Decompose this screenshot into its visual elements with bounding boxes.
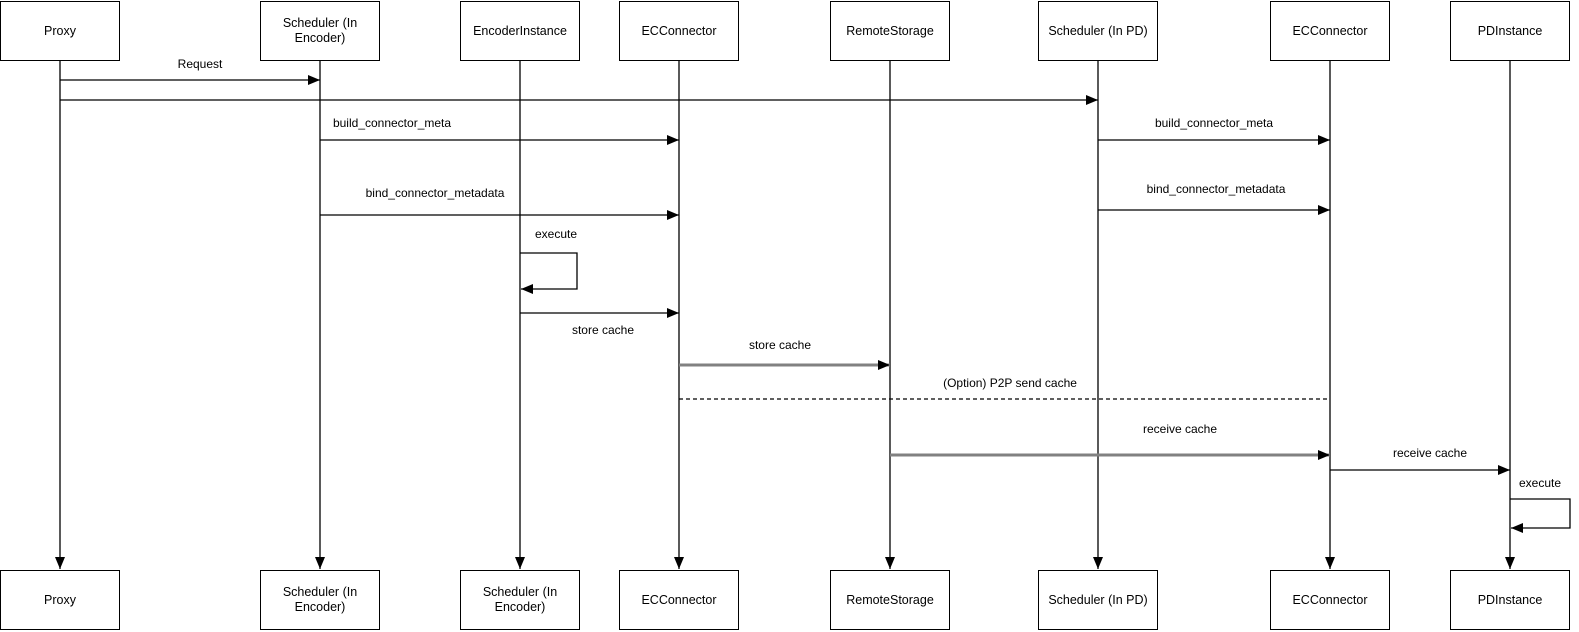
participant-label: Proxy xyxy=(44,23,76,38)
message-self-loop-execute-encoder xyxy=(520,252,578,294)
participant-label: RemoteStorage xyxy=(846,23,934,38)
participant-box-top-ec-connector: ECConnector xyxy=(619,1,739,61)
participant-label: Scheduler (In Encoder) xyxy=(282,16,358,45)
message-label-build-meta-left: build_connector_meta xyxy=(330,116,454,130)
participant-label: ECConnector xyxy=(1292,23,1368,38)
message-label-store-cache-1: store cache xyxy=(569,323,637,337)
participant-label: Scheduler (In PD) xyxy=(1048,592,1148,607)
message-label-receive-cache-2: receive cache xyxy=(1390,446,1470,460)
message-label-build-meta-right: build_connector_meta xyxy=(1152,116,1276,130)
participant-box-bottom-ec-connector: ECConnector xyxy=(619,570,739,630)
participant-box-bottom-encoder-instance: Scheduler (In Encoder) xyxy=(460,570,580,630)
participant-label: ECConnector xyxy=(641,23,717,38)
participant-box-bottom-ec-connector-pd: ECConnector xyxy=(1270,570,1390,630)
participant-label: Scheduler (In Encoder) xyxy=(282,585,358,614)
participant-label: RemoteStorage xyxy=(846,592,934,607)
message-label-receive-cache-1: receive cache xyxy=(1140,422,1220,436)
participant-box-bottom-scheduler-encoder: Scheduler (In Encoder) xyxy=(260,570,380,630)
participant-label: Scheduler (In PD) xyxy=(1048,23,1148,38)
participant-box-top-encoder-instance: EncoderInstance xyxy=(460,1,580,61)
participant-label: Proxy xyxy=(44,592,76,607)
participant-label: EncoderInstance xyxy=(473,23,567,38)
participant-box-top-ec-connector-pd: ECConnector xyxy=(1270,1,1390,61)
participant-label: PDInstance xyxy=(1477,23,1543,38)
participant-label: ECConnector xyxy=(641,592,717,607)
participant-box-top-scheduler-encoder: Scheduler (In Encoder) xyxy=(260,1,380,61)
message-self-loop-execute-pd xyxy=(1510,498,1571,533)
participant-box-bottom-scheduler-pd: Scheduler (In PD) xyxy=(1038,570,1158,630)
participant-box-top-scheduler-pd: Scheduler (In PD) xyxy=(1038,1,1158,61)
message-label-store-cache-2: store cache xyxy=(746,338,814,352)
message-label-p2p-send-cache: (Option) P2P send cache xyxy=(941,376,1079,390)
message-label-request: Request xyxy=(175,57,225,71)
participant-box-top-remote-storage: RemoteStorage xyxy=(830,1,950,61)
message-label-bind-metadata-left: bind_connector_metadata xyxy=(363,186,507,200)
participant-box-bottom-proxy: Proxy xyxy=(0,570,120,630)
participant-label: ECConnector xyxy=(1292,592,1368,607)
message-label-execute-encoder: execute xyxy=(533,227,580,241)
participant-box-bottom-remote-storage: RemoteStorage xyxy=(830,570,950,630)
participant-box-top-pd-instance: PDInstance xyxy=(1450,1,1570,61)
participant-box-top-proxy: Proxy xyxy=(0,1,120,61)
participant-label: PDInstance xyxy=(1477,592,1543,607)
participant-box-bottom-pd-instance: PDInstance xyxy=(1450,570,1570,630)
message-label-bind-metadata-right: bind_connector_metadata xyxy=(1144,182,1288,196)
participant-label: Scheduler (In Encoder) xyxy=(482,585,558,614)
message-label-execute-pd: execute xyxy=(1517,476,1564,490)
